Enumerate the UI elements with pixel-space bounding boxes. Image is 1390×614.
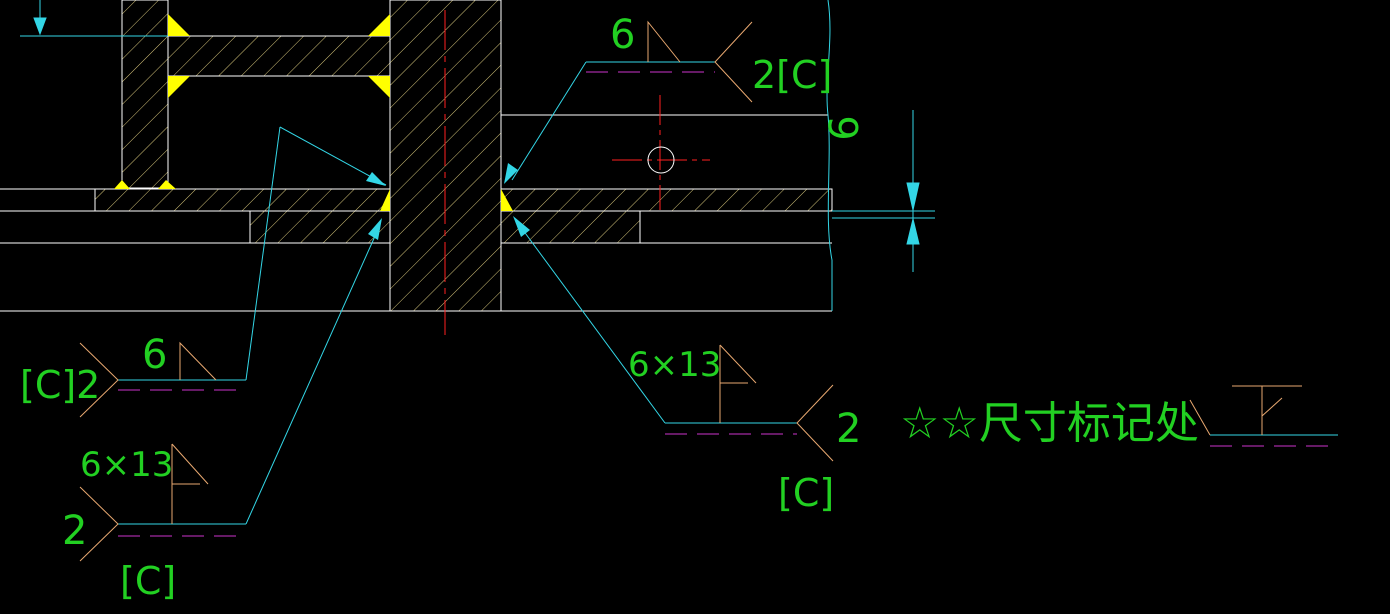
weld-symbols (79, 20, 1302, 562)
left-bottom-size-label: 6×13 (80, 445, 173, 485)
annotation-text: 6 2[C] 6 6 [C]2 6×13 2 [C] 6×13 2 [C] ☆☆… (20, 12, 1199, 603)
dimensions (20, 0, 935, 272)
right-mid-size-label: 6×13 (628, 345, 721, 385)
right-dim-label: 6 (822, 115, 868, 140)
bolt-hole (647, 146, 675, 174)
left-post (121, 0, 169, 189)
left-size-label: 6 (142, 332, 167, 378)
leaders (118, 61, 1338, 525)
break-line (826, 0, 833, 311)
cross-bar (167, 35, 391, 77)
flange-upper-right (500, 188, 833, 212)
centerlines (444, 10, 710, 335)
right-mid-ref-label: [C] (778, 471, 834, 515)
top-ref-label: 2[C] (752, 53, 832, 97)
plate-lower-left (249, 210, 391, 244)
structure (0, 0, 833, 312)
left-bottom-num-label: 2 (62, 508, 87, 554)
leader-arrows (366, 163, 530, 240)
left-bottom-ref-label: [C] (120, 559, 176, 603)
dashed-ref-lines (118, 71, 1338, 537)
flange-upper-left (94, 188, 391, 212)
top-size-label: 6 (610, 12, 635, 58)
weld-fillets (114, 14, 513, 211)
note-label: ☆☆尺寸标记处 (900, 398, 1199, 449)
left-ref-label: [C]2 (20, 363, 100, 407)
right-mid-num-label: 2 (836, 406, 861, 452)
